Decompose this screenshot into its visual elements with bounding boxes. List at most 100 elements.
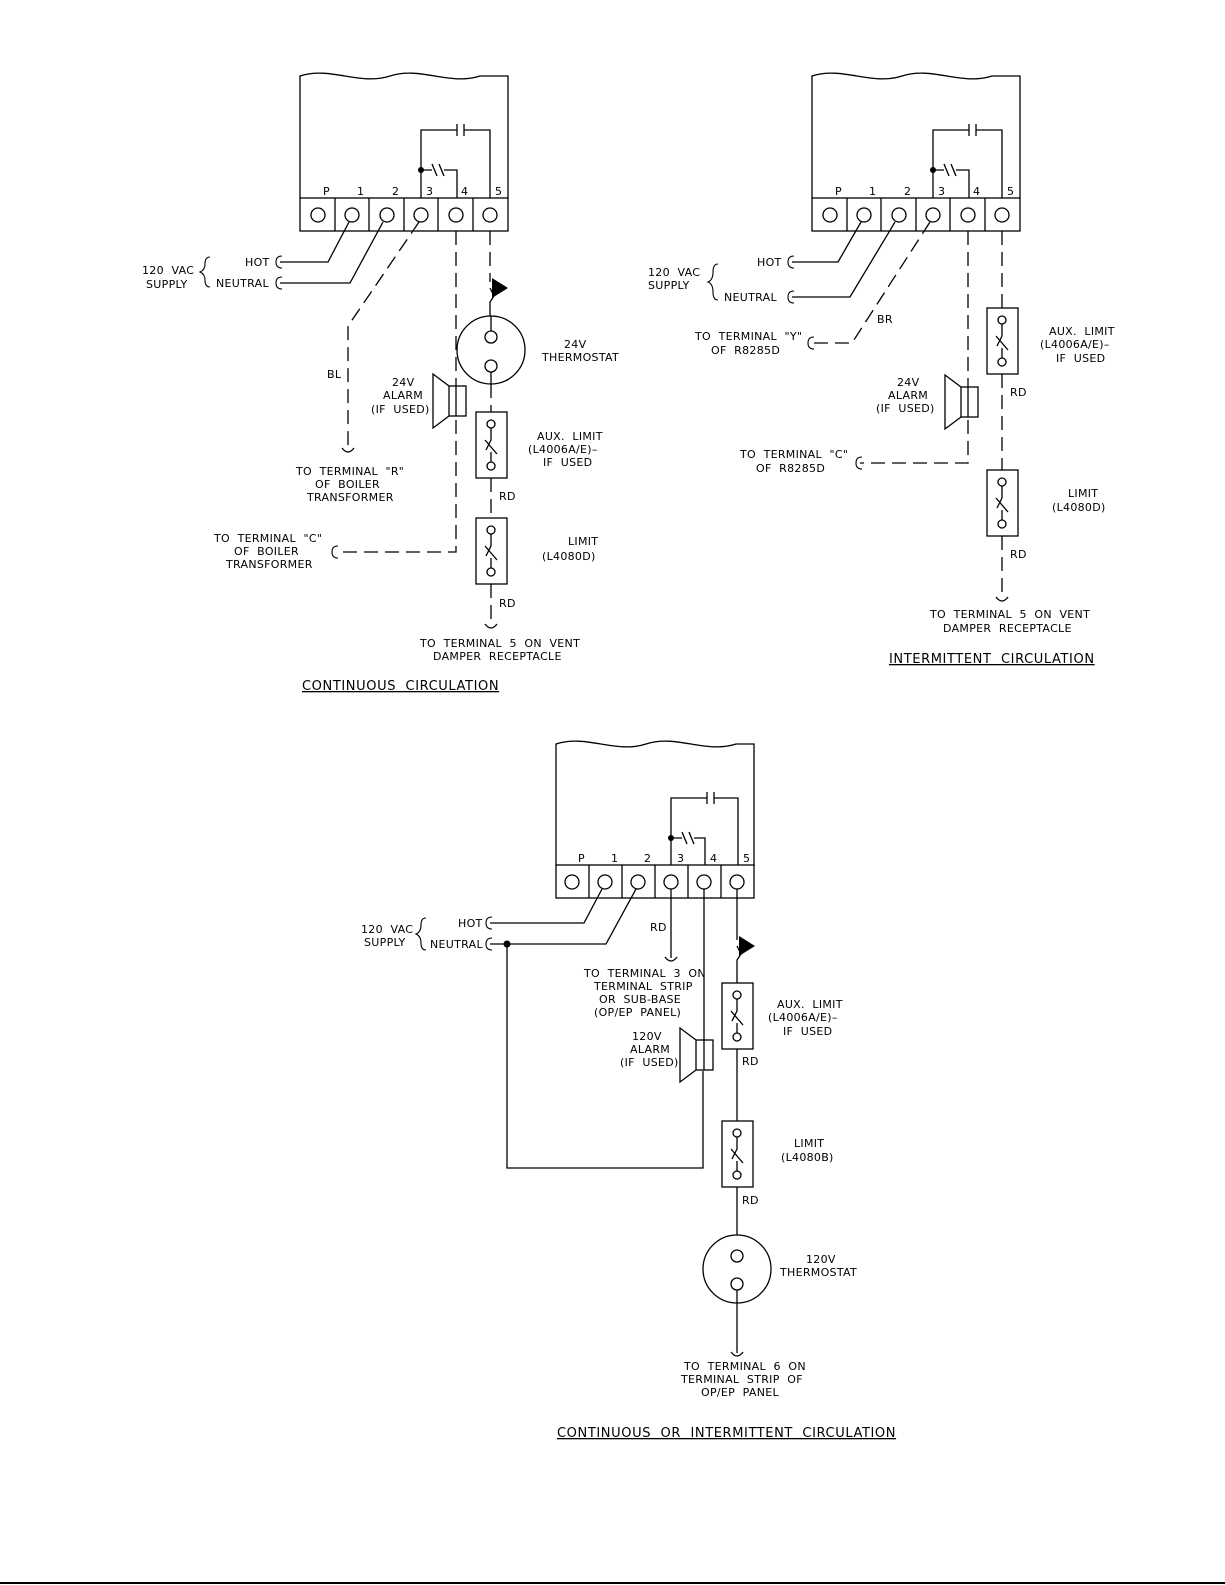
terminal-label-1: 1 (869, 185, 876, 198)
hot-wire (792, 221, 862, 263)
limit-switch (721, 1120, 754, 1188)
limit-switch (986, 469, 1019, 537)
control-box-outline (811, 72, 1021, 198)
control-box-outline (555, 740, 755, 866)
limit-switch (475, 517, 508, 585)
to-terminal3-line4: (OP/EP PANEL) (594, 1006, 681, 1019)
neutral-label: NEUTRAL (216, 277, 269, 290)
alarm-label-line3: (IF USED) (876, 402, 935, 415)
alarm-24v (432, 372, 467, 430)
internal-switch-wiring (932, 129, 1003, 200)
to-terminal3-line1: TO TERMINAL 3 ON (583, 967, 706, 980)
br-wire (812, 221, 931, 344)
aux-limit-label-line3: IF USED (1056, 352, 1105, 365)
terminal-label-3: 3 (938, 185, 945, 198)
terminal-label-4: 4 (461, 185, 468, 198)
diagram-title: CONTINUOUS OR INTERMITTENT CIRCULATION (557, 1426, 896, 1441)
to-terminal-r-line2: OF BOILER (315, 478, 380, 491)
supply-label-line2: SUPPLY (146, 278, 188, 291)
thermostat-24v (456, 315, 526, 385)
rd-label-t3: RD (650, 921, 667, 934)
hot-wire (280, 221, 350, 263)
aux-limit-switch (721, 982, 754, 1050)
neutral-label: NEUTRAL (724, 291, 777, 304)
limit-label-line1: LIMIT (1068, 487, 1098, 500)
terminal-label-2: 2 (904, 185, 911, 198)
neutral-label: NEUTRAL (430, 938, 483, 951)
to-terminal6-line1: TO TERMINAL 6 ON (683, 1360, 806, 1373)
internal-switch-wiring (420, 129, 491, 200)
aux-limit-label-line1: AUX. LIMIT (537, 430, 603, 443)
terminal-4-wire (336, 231, 457, 553)
terminal-strip: P 1 2 3 4 5 (555, 852, 755, 899)
alarm-label-line1: 120V (632, 1030, 662, 1043)
to-vent-line1: TO TERMINAL 5 ON VENT (929, 608, 1090, 621)
supply-label-line1: 120 VAC (142, 264, 194, 277)
limit-label-line1: LIMIT (568, 535, 598, 548)
terminal-label-p: P (835, 185, 842, 198)
terminal-label-4: 4 (973, 185, 980, 198)
to-terminal-c-line2: OF R8285D (756, 462, 825, 475)
aux-limit-label-line1: AUX. LIMIT (1049, 325, 1115, 338)
aux-limit-label-line1: AUX. LIMIT (777, 998, 843, 1011)
terminal-label-p: P (323, 185, 330, 198)
to-terminal6-line3: OP/EP PANEL (701, 1386, 780, 1399)
to-vent-line1: TO TERMINAL 5 ON VENT (419, 637, 580, 650)
br-label: BR (877, 313, 893, 326)
to-terminal-c-line1: TO TERMINAL "C" (213, 532, 322, 545)
rd-label: RD (1010, 386, 1027, 399)
alarm-label-line1: 24V (897, 376, 920, 389)
aux-limit-label-line3: IF USED (783, 1025, 832, 1038)
to-terminal-r-line1: TO TERMINAL "R" (295, 465, 404, 478)
aux-limit-label-line2: (L4006A/E)– (1040, 338, 1110, 351)
diagram-title: CONTINUOUS CIRCULATION (302, 679, 499, 694)
diagram-title: INTERMITTENT CIRCULATION (889, 652, 1095, 667)
aux-limit-label-line2: (L4006A/E)– (528, 443, 598, 456)
to-terminal-c-line1: TO TERMINAL "C" (739, 448, 848, 461)
neutral-wire (792, 221, 896, 298)
thermostat-label-line2: THERMOSTAT (541, 351, 619, 364)
terminal-label-3: 3 (677, 852, 684, 865)
supply-label-line1: 120 VAC (361, 923, 413, 936)
supply-label-line2: SUPPLY (648, 279, 690, 292)
limit-label-line2: (L4080D) (1052, 501, 1106, 514)
neutral-return-wire (506, 944, 704, 1169)
terminal-label-2: 2 (392, 185, 399, 198)
hot-label: HOT (245, 256, 270, 269)
rd-label-lower: RD (1010, 548, 1027, 561)
arrow-icon (739, 936, 755, 956)
to-terminal-y-line1: TO TERMINAL "Y" (694, 330, 802, 343)
alarm-24v (944, 373, 979, 431)
alarm-label-line2: ALARM (888, 389, 928, 402)
terminal-label-4: 4 (710, 852, 717, 865)
limit-label-line2: (L4080B) (781, 1151, 834, 1164)
to-terminal-c-line2: OF BOILER (234, 545, 299, 558)
terminal-label-5: 5 (743, 852, 750, 865)
arrow-icon (492, 278, 508, 298)
alarm-label-line2: ALARM (630, 1043, 670, 1056)
to-terminal3-line2: TERMINAL STRIP (593, 980, 693, 993)
thermostat-label-line1: 120V (806, 1253, 836, 1266)
limit-label-line2: (L4080D) (542, 550, 596, 563)
hot-wire (490, 888, 603, 924)
to-vent-line2: DAMPER RECEPTACLE (433, 650, 562, 663)
terminal-label-3: 3 (426, 185, 433, 198)
aux-limit-label-line3: IF USED (543, 456, 592, 469)
aux-limit-label-line2: (L4006A/E)– (768, 1011, 838, 1024)
rd-label-lower: RD (499, 597, 516, 610)
thermostat-label-line1: 24V (564, 338, 587, 351)
supply-label-line2: SUPPLY (364, 936, 406, 949)
bl-label: BL (327, 368, 342, 381)
to-terminal3-line3: OR SUB-BASE (599, 993, 681, 1006)
neutral-wire (280, 221, 384, 284)
terminal-strip: P 1 2 3 4 5 (299, 185, 509, 232)
rd-label: RD (742, 1055, 759, 1068)
diagram-intermittent: P 1 2 3 4 5 120 VAC SUPPLY HOT NEUTRAL B… (648, 72, 1115, 667)
to-terminal-y-line2: OF R8285D (711, 344, 780, 357)
alarm-label-line2: ALARM (383, 389, 423, 402)
aux-limit-switch (986, 307, 1019, 375)
alarm-label-line3: (IF USED) (371, 403, 430, 416)
diagram-continuous-or-intermittent: P 1 2 3 4 5 120 VAC SUPPLY HOT NEUTRAL R… (361, 740, 896, 1441)
hot-label: HOT (458, 917, 483, 930)
aux-limit-switch (475, 411, 508, 479)
